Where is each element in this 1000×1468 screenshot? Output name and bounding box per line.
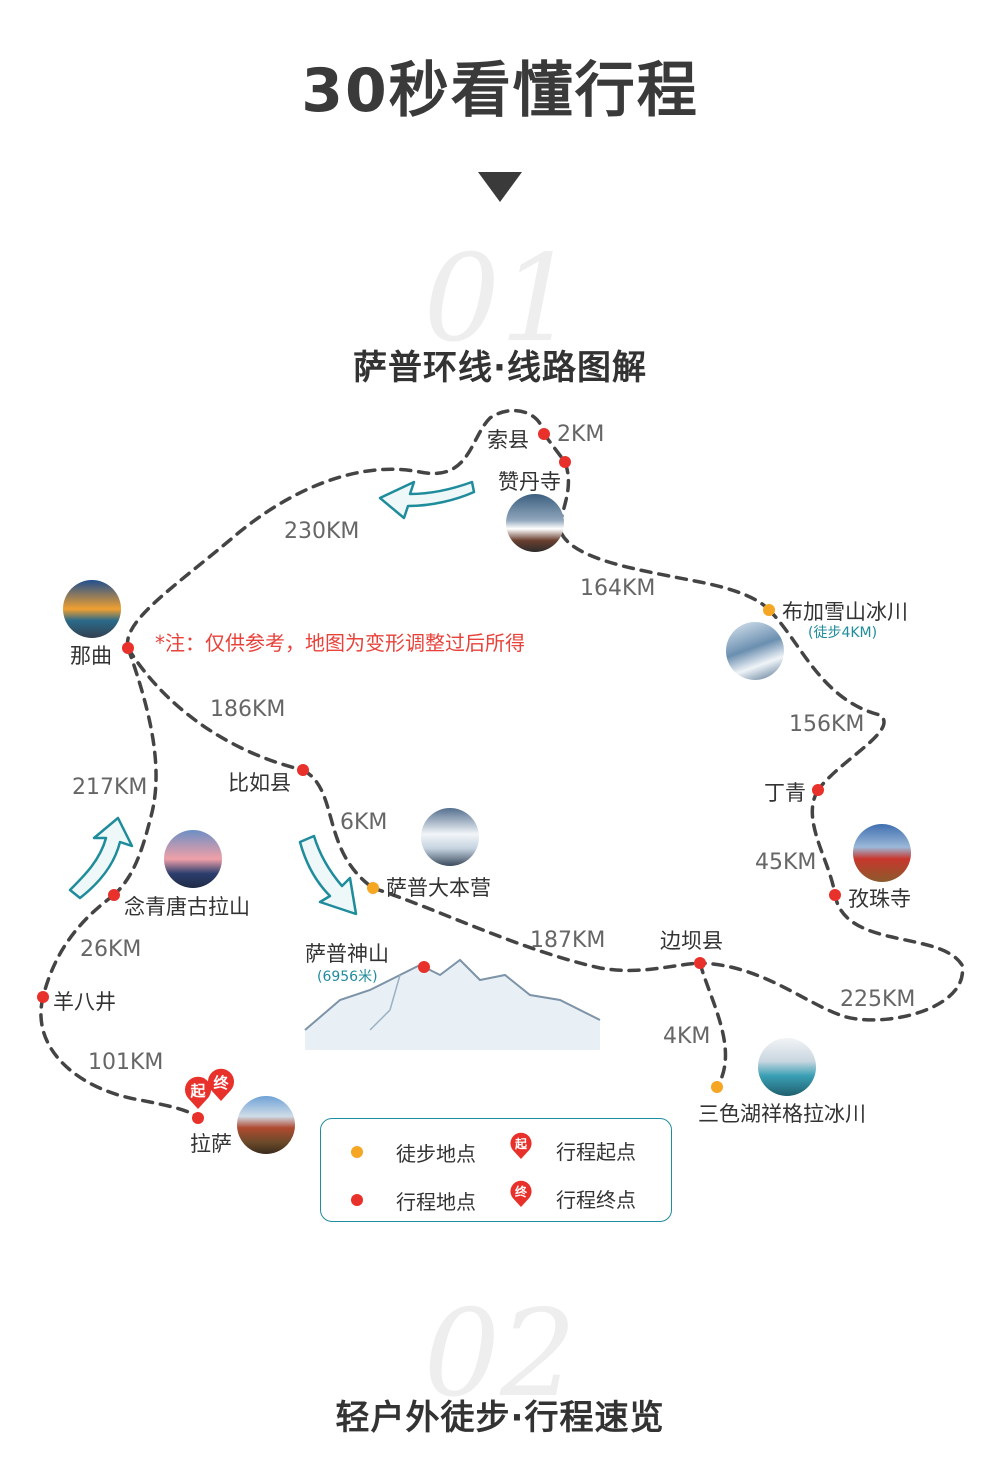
start-marker-label: 起 [190,1082,206,1100]
distance-label: 217KM [72,775,148,800]
distance-label: 225KM [840,987,916,1012]
distance-label: 4KM [663,1024,711,1049]
snow-mountain-illustration [304,958,601,1050]
section-number-02: 02 [423,1285,577,1424]
distance-label: 101KM [88,1050,164,1075]
label-lasa: 拉萨 [190,1132,232,1156]
sanse-photo [758,1038,816,1096]
bujia-photo [726,622,784,680]
map-legend [320,1118,672,1222]
section-title-route: 萨普环线·线路图解 [353,348,647,388]
legend-route-point: 行程地点 [396,1190,476,1214]
label-sapu-mountain: 萨普神山 [305,942,389,966]
legend-hike-point: 徒步地点 [396,1142,476,1166]
label-yangbajing: 羊八井 [53,990,116,1014]
start-point-icon [510,1132,532,1159]
label-naqu: 那曲 [70,644,112,668]
label-biru: 比如县 [228,771,291,795]
label-bianba: 边坝县 [660,929,723,953]
label-suoxian: 索县 [487,428,529,452]
chevron-down-icon [478,172,522,202]
label-zizhusi: 孜珠寺 [848,887,911,911]
sapu-base-photo [421,808,479,866]
label-bujia: 布加雪山冰川 [782,600,908,624]
end-marker-label: 终 [213,1074,229,1092]
legend-end-glyph: 终 [514,1185,527,1199]
route-map [37,408,965,1124]
label-dingqing: 丁青 [764,781,806,805]
legend-start-point: 行程起点 [556,1140,636,1164]
end-marker-icon [208,1068,234,1101]
lasa-photo [237,1096,295,1154]
section-number-01: 01 [423,230,577,369]
distance-label: 45KM [755,850,817,875]
label-sapu-base: 萨普大本营 [386,876,491,900]
distance-label: 2KM [557,422,605,447]
label-zandansi: 赞丹寺 [498,470,561,494]
end-point-icon [510,1180,532,1207]
label-bujia-sub: (徒步4KM) [808,625,878,641]
disclaimer-note: *注：仅供参考，地图为变形调整过后所得 [155,631,525,655]
distance-label: 26KM [80,937,142,962]
label-sanse: 三色湖祥格拉冰川 [698,1102,866,1126]
distance-label: 6KM [340,810,388,835]
nianqing-photo [164,830,222,888]
section-title-overview: 轻户外徒步·行程速览 [335,1398,665,1438]
distance-label: 187KM [530,928,606,953]
label-nianqing: 念青唐古拉山 [124,895,250,919]
page-title: 30秒看懂行程 [301,56,699,126]
label-sapu-mountain-sub: (6956米) [317,969,378,985]
distance-label: 156KM [789,712,865,737]
legend-end-point: 行程终点 [556,1188,636,1212]
legend-start-glyph: 起 [514,1137,527,1151]
route-point-icon [351,1194,363,1206]
zandansi-photo [506,494,564,552]
hike-point-icon [351,1146,363,1158]
distance-label: 164KM [580,576,656,601]
zizhusi-photo [853,824,911,882]
naqu-photo [63,580,121,638]
distance-label: 230KM [284,519,360,544]
distance-label: 186KM [210,697,286,722]
start-marker-icon [185,1076,211,1109]
